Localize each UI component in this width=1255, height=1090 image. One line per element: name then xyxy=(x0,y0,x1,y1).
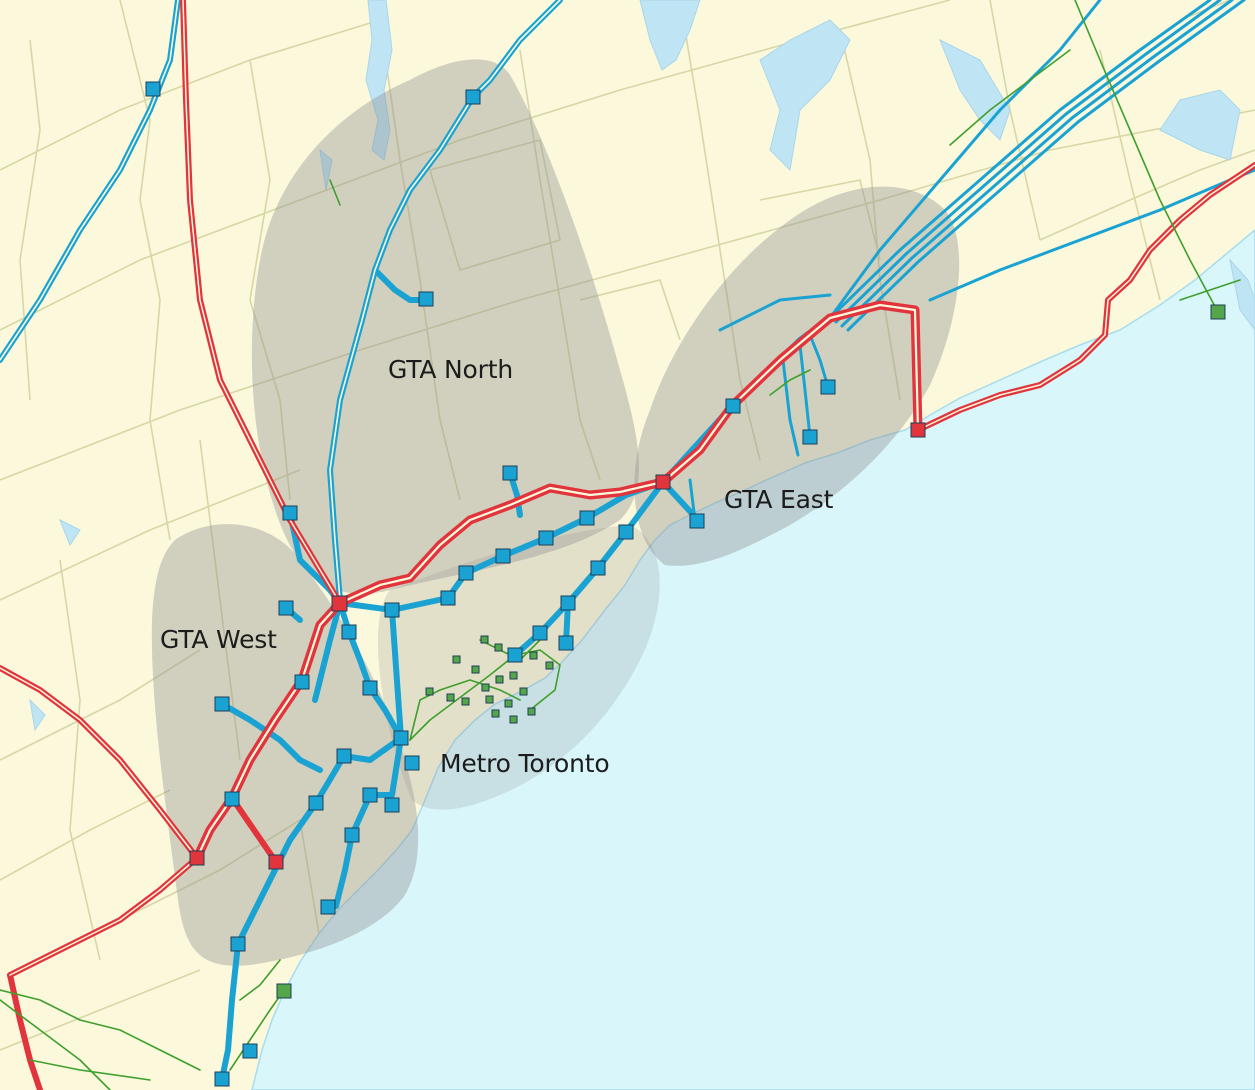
square-station-icon xyxy=(480,635,489,644)
square-station-icon xyxy=(509,671,518,680)
square-station-icon xyxy=(910,422,926,438)
gta-east-label: GTA East xyxy=(724,485,834,514)
square-station-icon xyxy=(1210,304,1226,320)
inland-water xyxy=(29,0,1255,732)
square-station-icon xyxy=(495,675,504,684)
gta-north-label: GTA North xyxy=(388,355,513,384)
square-station-icon xyxy=(452,655,461,664)
square-station-icon xyxy=(485,695,494,704)
square-station-icon xyxy=(214,1071,230,1087)
square-station-icon xyxy=(465,89,481,105)
square-station-icon xyxy=(502,465,518,481)
stations-115kv xyxy=(276,304,1226,999)
square-station-icon xyxy=(384,602,400,618)
gta-north-zone xyxy=(251,59,639,594)
square-station-icon xyxy=(446,693,455,702)
square-station-icon xyxy=(802,429,818,445)
square-station-icon xyxy=(820,379,836,395)
region-labels: GTA North GTA East GTA West Metro Toront… xyxy=(160,355,834,778)
square-station-icon xyxy=(725,398,741,414)
square-station-icon xyxy=(538,530,554,546)
square-station-icon xyxy=(242,1043,258,1059)
square-station-icon xyxy=(440,590,456,606)
square-station-icon xyxy=(362,680,378,696)
square-station-icon xyxy=(689,513,705,529)
square-station-icon xyxy=(224,791,240,807)
square-station-icon xyxy=(362,787,378,803)
lake-ontario xyxy=(251,229,1255,1090)
square-station-icon xyxy=(425,687,434,696)
square-station-icon xyxy=(336,748,352,764)
square-station-icon xyxy=(145,81,161,97)
square-station-icon xyxy=(507,647,523,663)
gta-west-label: GTA West xyxy=(160,625,277,654)
square-station-icon xyxy=(495,548,511,564)
square-station-icon xyxy=(294,674,310,690)
square-station-icon xyxy=(504,699,513,708)
square-station-icon xyxy=(529,651,538,660)
square-station-icon xyxy=(579,510,595,526)
square-station-icon xyxy=(545,661,554,670)
square-station-icon xyxy=(509,715,518,724)
square-station-icon xyxy=(418,291,434,307)
square-station-icon xyxy=(384,797,400,813)
square-station-icon xyxy=(461,697,470,706)
square-station-icon xyxy=(214,696,230,712)
square-station-icon xyxy=(341,624,357,640)
square-station-icon xyxy=(268,854,284,870)
square-station-icon xyxy=(230,936,246,952)
stations xyxy=(145,81,1226,1087)
square-station-icon xyxy=(618,524,634,540)
stations-500kv xyxy=(189,422,926,870)
square-station-icon xyxy=(519,687,528,696)
square-station-icon xyxy=(560,595,576,611)
square-station-icon xyxy=(276,983,292,999)
square-station-icon xyxy=(558,635,574,651)
square-station-icon xyxy=(491,709,500,718)
metro-toronto-label: Metro Toronto xyxy=(440,749,609,778)
square-station-icon xyxy=(481,683,490,692)
square-station-icon xyxy=(527,707,536,716)
stations-230kv xyxy=(145,81,836,1087)
square-station-icon xyxy=(320,899,336,915)
square-station-icon xyxy=(331,595,348,612)
square-station-icon xyxy=(189,850,205,866)
square-station-icon xyxy=(494,643,503,652)
square-station-icon xyxy=(282,505,298,521)
square-station-icon xyxy=(590,560,606,576)
square-station-icon xyxy=(655,474,671,490)
square-station-icon xyxy=(344,827,360,843)
square-station-icon xyxy=(393,730,409,746)
square-station-icon xyxy=(278,600,294,616)
square-station-icon xyxy=(458,565,474,581)
square-station-icon xyxy=(532,625,548,641)
square-station-icon xyxy=(471,665,480,674)
square-station-icon xyxy=(404,755,420,771)
square-station-icon xyxy=(308,795,324,811)
